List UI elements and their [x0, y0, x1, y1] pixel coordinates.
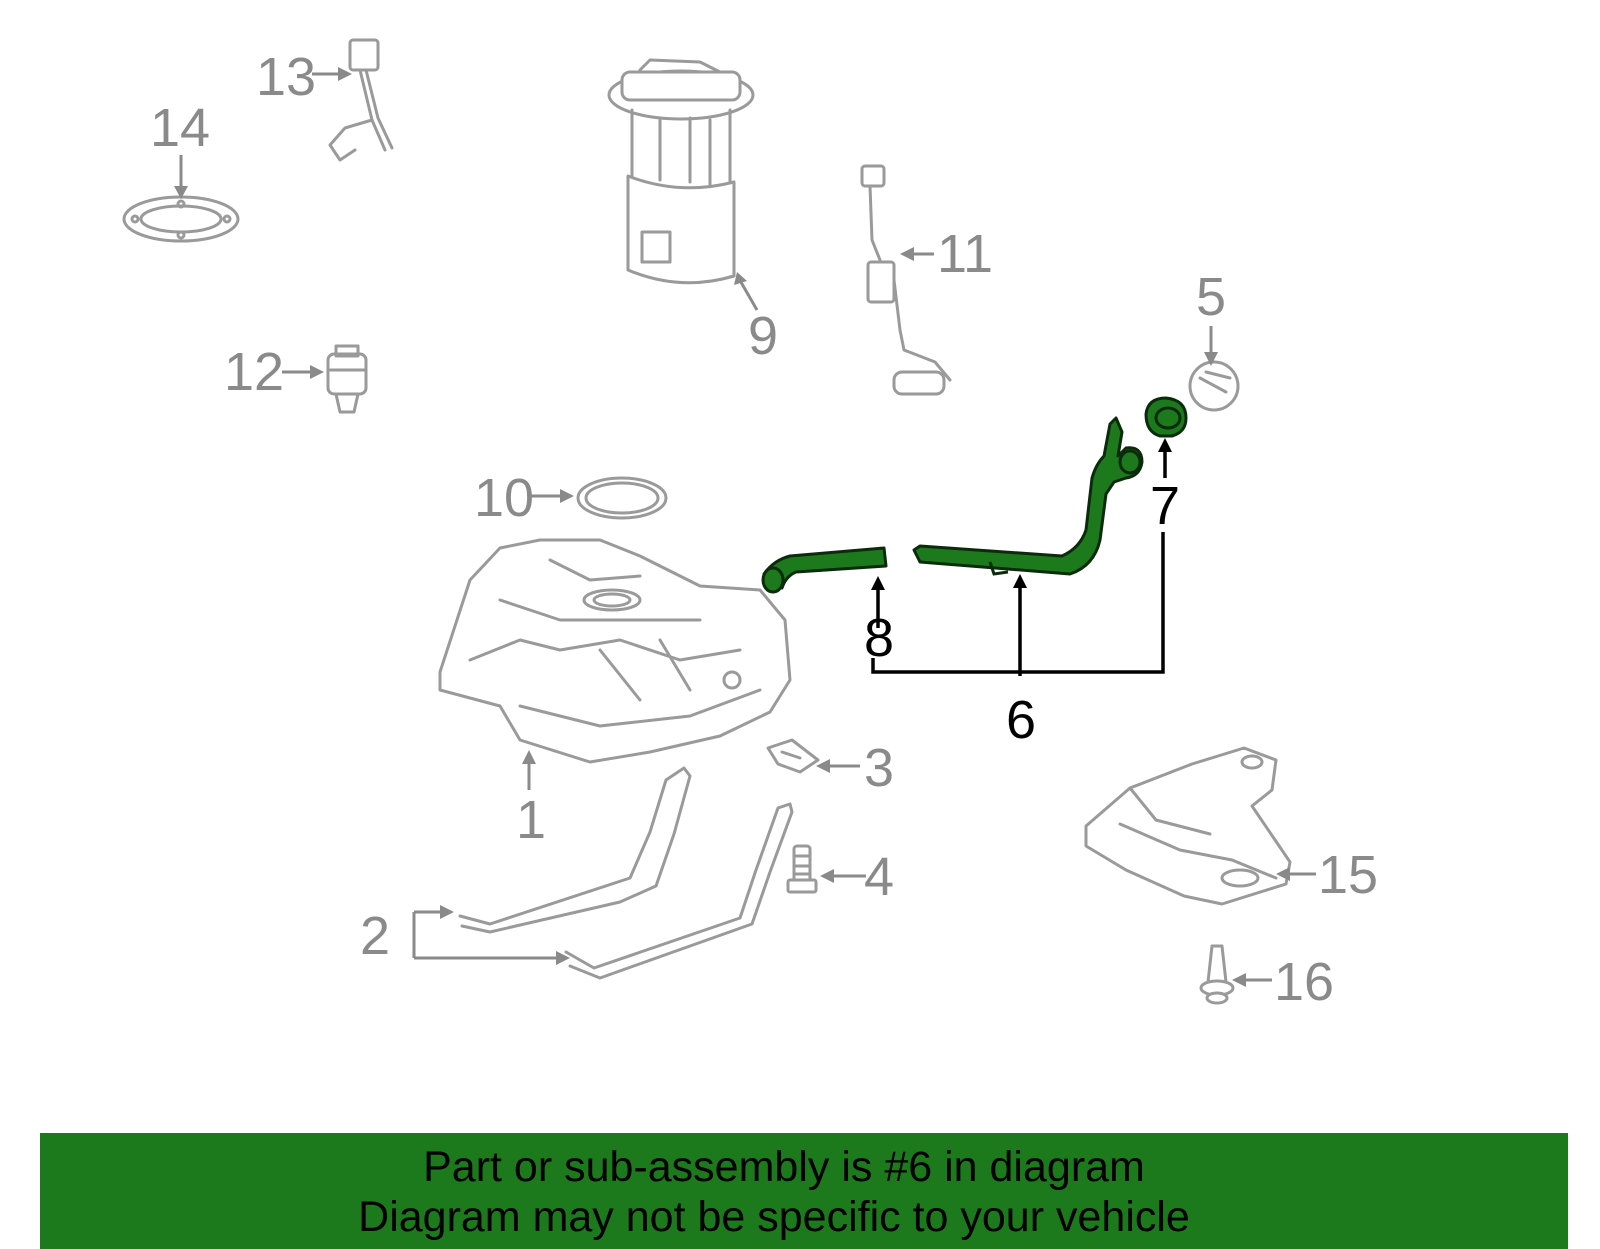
callout-10: 10	[474, 468, 534, 528]
callout-16: 16	[1274, 952, 1334, 1012]
callout-5: 5	[1196, 267, 1226, 327]
callout-3: 3	[864, 738, 894, 798]
banner-line-1: Part or sub-assembly is #6 in diagram	[423, 1143, 1145, 1191]
arrow-8	[871, 576, 885, 590]
part-16-push-pin[interactable]	[1199, 944, 1235, 1005]
callout-13: 13	[256, 47, 316, 107]
part-1-fuel-tank[interactable]	[438, 538, 792, 764]
part-10-seal-ring[interactable]	[576, 476, 668, 520]
callout-14: 14	[150, 98, 210, 158]
part-2-tank-straps[interactable]	[458, 766, 794, 980]
arrow-6	[1013, 574, 1027, 588]
arrow-13	[338, 67, 352, 81]
part-4-bolt[interactable]	[786, 844, 818, 894]
arrow-15	[1276, 867, 1290, 881]
part-3-clip[interactable]	[766, 738, 820, 774]
callout-15: 15	[1318, 845, 1378, 905]
info-banner: Part or sub-assembly is #6 in diagram Di…	[40, 1133, 1568, 1249]
arrow-11	[900, 247, 914, 261]
part-14-gasket[interactable]	[122, 195, 240, 243]
leader-2	[412, 910, 560, 960]
callout-7: 7	[1150, 476, 1180, 536]
arrow-5	[1204, 352, 1218, 366]
arrow-14	[174, 186, 188, 199]
callout-2: 2	[360, 906, 390, 966]
part-11-fuel-level-sender[interactable]	[860, 164, 952, 396]
part-7-fuel-cap[interactable]	[1144, 396, 1188, 438]
arrow-2a	[440, 905, 454, 919]
arrow-7	[1158, 438, 1172, 452]
part-9-fuel-pump-module[interactable]	[607, 58, 755, 285]
arrow-12	[310, 365, 324, 379]
callout-1: 1	[516, 790, 546, 850]
arrow-4	[820, 869, 834, 883]
part-5-seal[interactable]	[1188, 360, 1240, 412]
arrow-2b	[556, 951, 570, 965]
arrow-10	[560, 489, 574, 503]
callout-6: 6	[1006, 690, 1036, 750]
callout-8: 8	[864, 608, 894, 668]
part-6-filler-pipe[interactable]	[912, 416, 1144, 576]
part-13-wiring-harness[interactable]	[328, 38, 394, 162]
arrow-1	[522, 750, 536, 764]
part-8-filler-hose[interactable]	[761, 546, 888, 594]
group-bracket	[871, 532, 1165, 674]
part-12-valve[interactable]	[326, 344, 368, 414]
part-15-heat-shield[interactable]	[1084, 746, 1292, 906]
arrow-9	[734, 272, 747, 285]
callout-9: 9	[748, 306, 778, 366]
banner-line-2: Diagram may not be specific to your vehi…	[358, 1193, 1190, 1241]
callout-4: 4	[864, 847, 894, 907]
arrow-3	[816, 759, 830, 773]
arrow-16	[1232, 973, 1246, 987]
callout-11: 11	[937, 224, 993, 284]
callout-12: 12	[224, 342, 284, 402]
